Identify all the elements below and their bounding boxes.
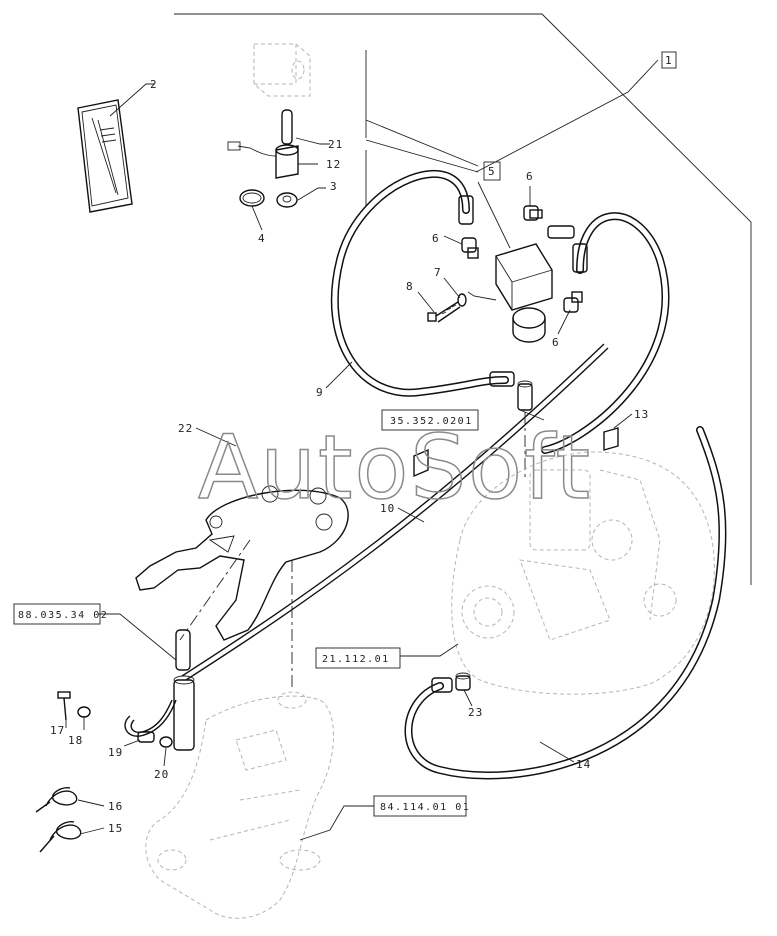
lift-cylinder xyxy=(173,539,293,751)
hose-right-loop xyxy=(541,212,670,454)
part-label-20: 20 xyxy=(154,768,169,781)
washer-7 xyxy=(457,293,467,307)
part-label-14: 14 xyxy=(576,758,591,771)
fitting-20 xyxy=(159,736,173,748)
ref-box-transmission: 21.112.01 xyxy=(315,647,401,669)
washer-18 xyxy=(77,706,91,718)
part-label-22: 22 xyxy=(178,422,193,435)
part-label-6c: 6 xyxy=(552,336,560,349)
part-label-16: 16 xyxy=(108,800,123,813)
ref-hose-valve-label: 35.352.0201 xyxy=(390,416,473,427)
bolt-8 xyxy=(427,301,461,323)
assembly-boundary xyxy=(174,13,752,585)
part-label-6b: 6 xyxy=(432,232,440,245)
fitting-6-left xyxy=(461,237,479,259)
ghost-valve-block xyxy=(253,43,311,97)
bolt-17 xyxy=(57,691,71,721)
hose-14 xyxy=(404,426,727,780)
solenoid-coil xyxy=(227,141,299,179)
leader-lines xyxy=(65,59,659,841)
transmission-housing xyxy=(451,451,715,695)
part-label-9: 9 xyxy=(316,386,324,399)
part-label-15: 15 xyxy=(108,822,123,835)
part-label-17: 17 xyxy=(50,724,65,737)
ref-transmission-label: 21.112.01 xyxy=(322,654,390,665)
part-label-7: 7 xyxy=(434,266,442,279)
part-label-12: 12 xyxy=(326,158,341,171)
o-ring xyxy=(239,189,265,207)
frame-casting xyxy=(145,691,335,919)
small-hose-19 xyxy=(124,699,177,743)
part-label-23: 23 xyxy=(468,706,483,719)
ref-box-lift: 88.035.34 02 xyxy=(13,603,108,625)
spring-16 xyxy=(35,787,78,813)
ref-box-1: 1 xyxy=(661,51,677,69)
part-label-2: 2 xyxy=(150,78,158,91)
fitting-6-right xyxy=(563,291,583,313)
fitting-6-top xyxy=(523,205,543,221)
part-label-6a: 6 xyxy=(526,170,534,183)
ref-1-label: 1 xyxy=(665,54,673,67)
part-number-labels: 2 21 12 3 4 6 6 6 7 8 9 10 13 14 15 16 1… xyxy=(50,78,649,835)
part-label-8: 8 xyxy=(406,280,414,293)
solenoid-pin xyxy=(281,109,293,145)
ref-box-hose-valve: 35.352.0201 xyxy=(381,409,479,431)
fitting-23 xyxy=(455,672,471,691)
part-label-21: 21 xyxy=(328,138,343,151)
valve-block xyxy=(467,243,553,343)
spring-15 xyxy=(39,821,82,853)
clip-part xyxy=(413,448,429,478)
hose-9 xyxy=(330,169,515,397)
bracket-13 xyxy=(603,427,619,451)
part-label-13: 13 xyxy=(634,408,649,421)
ref-frame-label: 84.114.01 01 xyxy=(380,802,470,813)
watermark-text: AutoSoft xyxy=(198,416,592,519)
part-label-3: 3 xyxy=(330,180,338,193)
part-label-4: 4 xyxy=(258,232,266,245)
lift-arm xyxy=(135,485,349,641)
ref-box-5: 5 xyxy=(483,161,501,181)
nut-part xyxy=(276,192,298,208)
ref-box-frame: 84.114.01 01 xyxy=(373,795,470,817)
manual-booklet xyxy=(77,99,133,213)
ref-lift-label: 88.035.34 02 xyxy=(18,610,108,621)
part-label-18: 18 xyxy=(68,734,83,747)
ref-5-label: 5 xyxy=(488,165,496,178)
part-label-19: 19 xyxy=(108,746,123,759)
part-label-10: 10 xyxy=(380,502,395,515)
